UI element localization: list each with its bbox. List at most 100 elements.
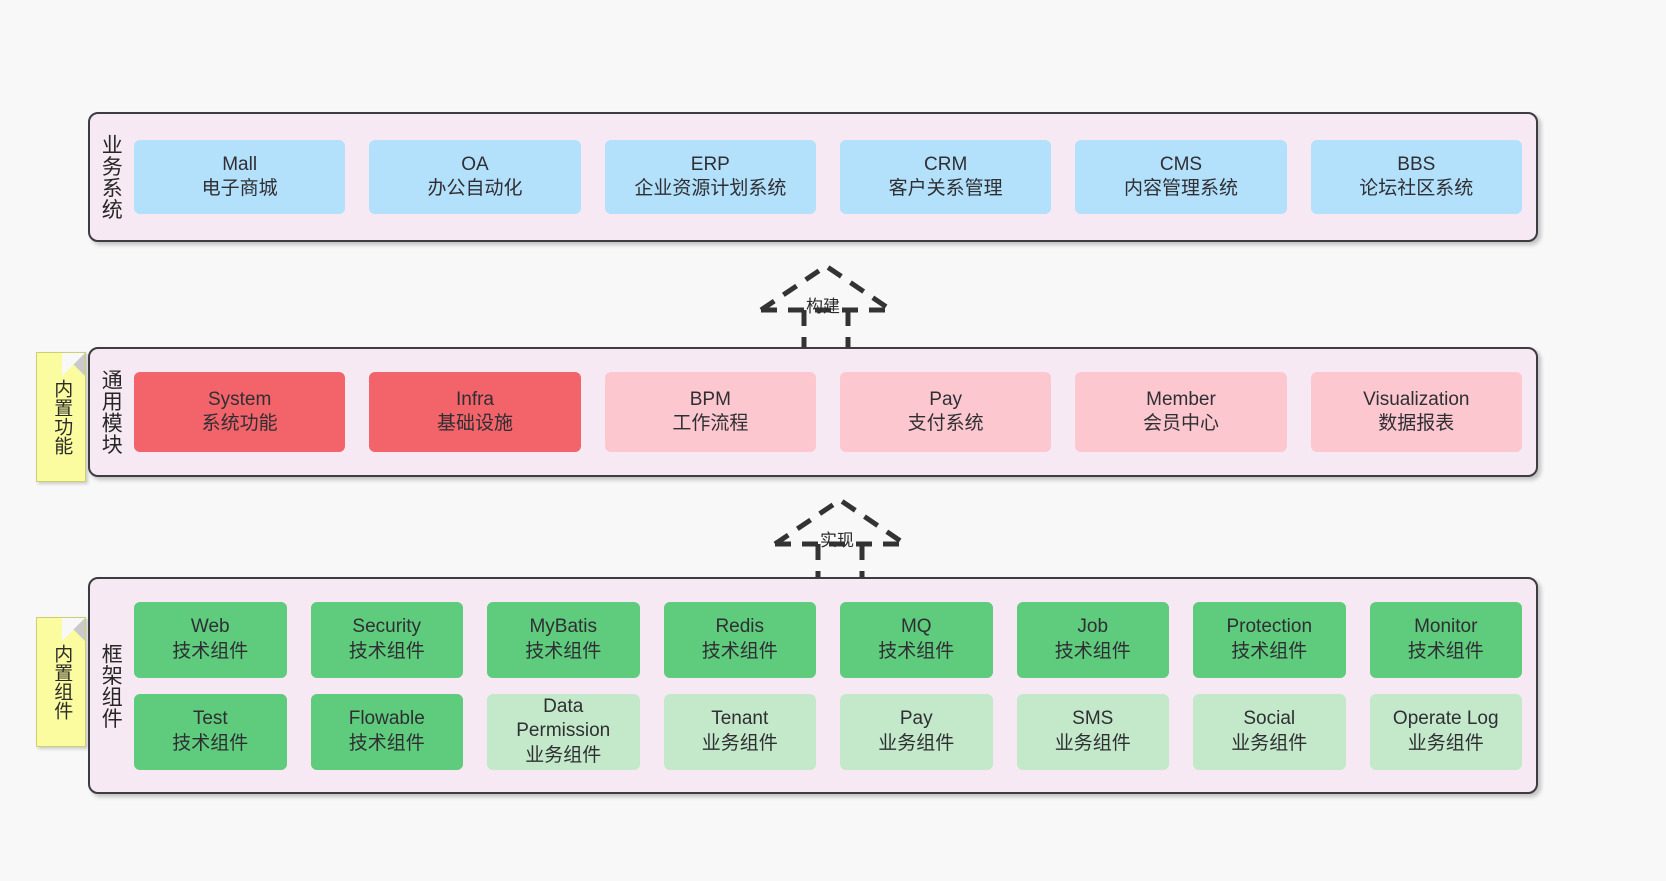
card-en-label: Security — [352, 616, 422, 638]
card-cn-label: 技术组件 — [1054, 640, 1131, 662]
card-cn-label: 技术组件 — [701, 640, 778, 662]
card-cn-label: 技术组件 — [1231, 640, 1308, 662]
card-en-label: System — [207, 388, 272, 410]
card-cn-label: 电子商城 — [201, 178, 278, 199]
module-card-visualization[interactable]: Visualization 数据报表 — [1310, 372, 1522, 452]
module-card-infra[interactable]: Infra 基础设施 — [369, 372, 581, 452]
module-card-erp[interactable]: ERP 企业资源计划系统 — [604, 140, 816, 214]
layer-common-modules: 通用模块 System 系统功能 Infra 基础设施 BPM 工作流程 Pay… — [88, 347, 1538, 477]
card-cn-label: 业务组件 — [878, 732, 955, 754]
component-card-security[interactable]: Security 技术组件 — [310, 601, 463, 678]
card-en-label: Web — [190, 616, 230, 638]
card-en-label: Visualization — [1363, 388, 1470, 410]
connector-label-implement: 实现 — [820, 531, 854, 550]
component-card-mq[interactable]: MQ 技术组件 — [840, 601, 993, 678]
layer-row: System 系统功能 Infra 基础设施 BPM 工作流程 Pay 支付系统… — [134, 372, 1522, 452]
note-label: 内置组件 — [51, 644, 73, 720]
module-card-mall[interactable]: Mall 电子商城 — [134, 140, 346, 214]
module-card-oa[interactable]: OA 办公自动化 — [369, 140, 581, 214]
note-builtin-components: 内置组件 — [36, 617, 86, 747]
generalization-arrow-icon — [759, 262, 893, 350]
card-en-label: Flowable — [348, 708, 425, 730]
card-en-label: MyBatis — [529, 616, 598, 638]
card-cn-label: 技术组件 — [348, 732, 425, 754]
component-card-sms[interactable]: SMS 业务组件 — [1016, 693, 1169, 770]
card-cn-label: 数据报表 — [1378, 413, 1455, 434]
card-en-label: Protection — [1226, 616, 1313, 638]
layer-title-common: 通用模块 — [99, 369, 123, 455]
card-cn-label: 系统功能 — [201, 413, 278, 434]
layer-title-framework: 框架组件 — [99, 642, 123, 729]
component-card-protection[interactable]: Protection 技术组件 — [1193, 601, 1346, 678]
card-cn-label: 办公自动化 — [427, 178, 523, 199]
note-builtin-features: 内置功能 — [36, 352, 86, 482]
component-card-mybatis[interactable]: MyBatis 技术组件 — [487, 601, 640, 678]
component-card-flowable[interactable]: Flowable 技术组件 — [310, 693, 463, 770]
module-card-system[interactable]: System 系统功能 — [134, 372, 346, 452]
card-en-label: Monitor — [1414, 616, 1478, 638]
card-en-label: CRM — [924, 153, 968, 175]
card-cn-label: 支付系统 — [907, 413, 984, 434]
component-card-monitor[interactable]: Monitor 技术组件 — [1369, 601, 1522, 678]
connector-label-build: 构建 — [806, 297, 840, 316]
card-cn-label: 技术组件 — [1407, 640, 1484, 662]
card-en-label: ERP — [690, 153, 730, 175]
note-fold-cut-icon — [62, 618, 85, 641]
layer-row: Web 技术组件 Security 技术组件 MyBatis 技术组件 Redi… — [134, 601, 1522, 678]
card-cn-label: 基础设施 — [436, 413, 513, 434]
component-card-social[interactable]: Social 业务组件 — [1193, 693, 1346, 770]
card-cn-label: 技术组件 — [172, 732, 249, 754]
card-en-label: Social — [1243, 708, 1296, 730]
card-en-label: Mall — [222, 153, 258, 175]
card-en-label: Operate Log — [1392, 708, 1499, 730]
card-cn-label: 业务组件 — [701, 732, 778, 754]
component-card-operate-log[interactable]: Operate Log 业务组件 — [1369, 693, 1522, 770]
card-en-label: Redis — [715, 616, 765, 638]
card-en-label: BBS — [1397, 153, 1436, 175]
module-card-crm[interactable]: CRM 客户关系管理 — [839, 140, 1052, 214]
layer-body-common: System 系统功能 Infra 基础设施 BPM 工作流程 Pay 支付系统… — [130, 349, 1536, 475]
card-cn-label: 会员中心 — [1142, 413, 1219, 434]
card-cn-label: 业务组件 — [1054, 732, 1131, 754]
component-card-redis[interactable]: Redis 技术组件 — [663, 601, 816, 678]
card-en-label: OA — [461, 153, 489, 175]
card-en-label: MQ — [900, 616, 932, 638]
card-en-label: Infra — [455, 388, 494, 410]
card-en-label: Pay — [929, 388, 963, 410]
card-en-label: Data Permission — [516, 696, 611, 742]
card-en-label: Test — [192, 708, 228, 730]
card-cn-label: 业务组件 — [525, 744, 602, 766]
layer-title-business: 业务系统 — [99, 134, 123, 220]
module-card-pay[interactable]: Pay 支付系统 — [839, 372, 1052, 452]
card-cn-label: 企业资源计划系统 — [634, 178, 787, 199]
card-en-label: Member — [1146, 388, 1216, 410]
component-card-job[interactable]: Job 技术组件 — [1016, 601, 1169, 678]
layer-body-framework: Web 技术组件 Security 技术组件 MyBatis 技术组件 Redi… — [130, 579, 1536, 792]
layer-business-system: 业务系统 Mall 电子商城 OA 办公自动化 ERP 企业资源计划系统 CRM… — [88, 112, 1538, 242]
layer-framework-components: 框架组件 Web 技术组件 Security 技术组件 MyBatis 技术组件… — [88, 577, 1538, 794]
card-cn-label: 论坛社区系统 — [1359, 178, 1474, 199]
component-card-pay[interactable]: Pay 业务组件 — [840, 693, 993, 770]
module-card-member[interactable]: Member 会员中心 — [1075, 372, 1287, 452]
layer-row: Test 技术组件 Flowable 技术组件 Data Permission … — [134, 693, 1522, 770]
card-en-label: SMS — [1072, 708, 1114, 730]
card-cn-label: 工作流程 — [672, 413, 749, 434]
module-card-bbs[interactable]: BBS 论坛社区系统 — [1310, 140, 1522, 214]
layer-body-business: Mall 电子商城 OA 办公自动化 ERP 企业资源计划系统 CRM 客户关系… — [130, 114, 1536, 240]
layer-row: Mall 电子商城 OA 办公自动化 ERP 企业资源计划系统 CRM 客户关系… — [134, 140, 1522, 214]
card-cn-label: 业务组件 — [1407, 732, 1484, 754]
card-cn-label: 技术组件 — [878, 640, 955, 662]
component-card-data-permission[interactable]: Data Permission 业务组件 — [487, 693, 640, 770]
card-cn-label: 内容管理系统 — [1123, 178, 1238, 199]
module-card-cms[interactable]: CMS 内容管理系统 — [1075, 140, 1287, 214]
component-card-test[interactable]: Test 技术组件 — [134, 693, 287, 770]
card-cn-label: 业务组件 — [1231, 732, 1308, 754]
component-card-tenant[interactable]: Tenant 业务组件 — [663, 693, 816, 770]
card-cn-label: 客户关系管理 — [888, 178, 1003, 199]
component-card-web[interactable]: Web 技术组件 — [134, 601, 287, 678]
card-en-label: CMS — [1159, 153, 1203, 175]
card-en-label: Pay — [899, 708, 933, 730]
note-fold-cut-icon — [62, 353, 85, 376]
card-cn-label: 技术组件 — [172, 640, 249, 662]
module-card-bpm[interactable]: BPM 工作流程 — [604, 372, 816, 452]
